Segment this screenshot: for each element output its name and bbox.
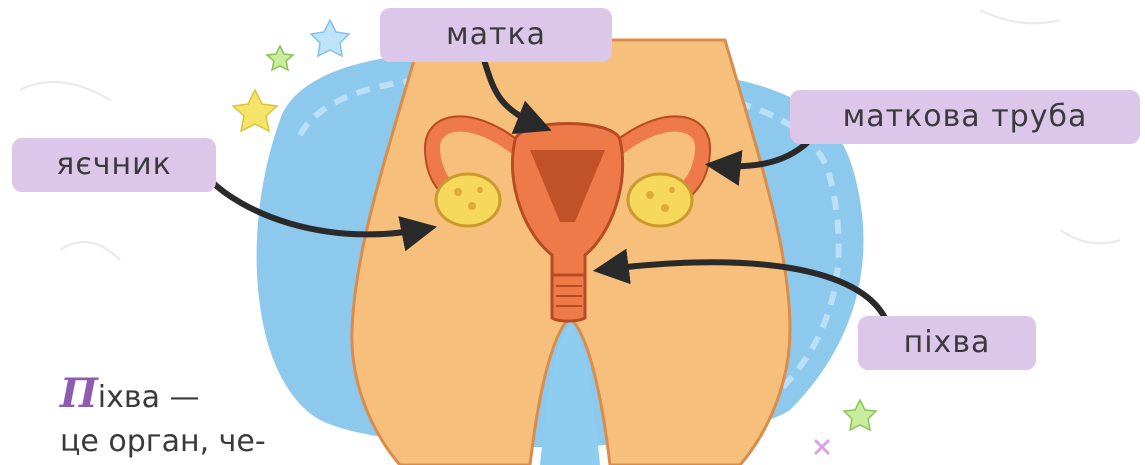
body-text-line-1-rest: іхва —	[98, 380, 200, 415]
body-text-line-2: це орган, че-	[60, 420, 260, 464]
label-ovary: яєчник	[12, 138, 216, 192]
star-icon	[844, 400, 876, 430]
ovary-left	[436, 174, 500, 226]
cross-icon	[815, 440, 829, 454]
star-icon	[233, 90, 277, 131]
body-text: Піхва — це орган, че-	[60, 372, 260, 464]
label-uterus: матка	[380, 8, 612, 62]
star-icon	[311, 20, 349, 56]
drop-cap: П	[60, 370, 98, 417]
vagina	[552, 275, 585, 321]
star-icon	[267, 46, 293, 70]
body-text-line-1: Піхва —	[60, 372, 260, 420]
label-vagina: піхва	[858, 316, 1036, 370]
ovary-right	[628, 174, 692, 226]
label-fallopian-tube: маткова труба	[790, 90, 1140, 144]
